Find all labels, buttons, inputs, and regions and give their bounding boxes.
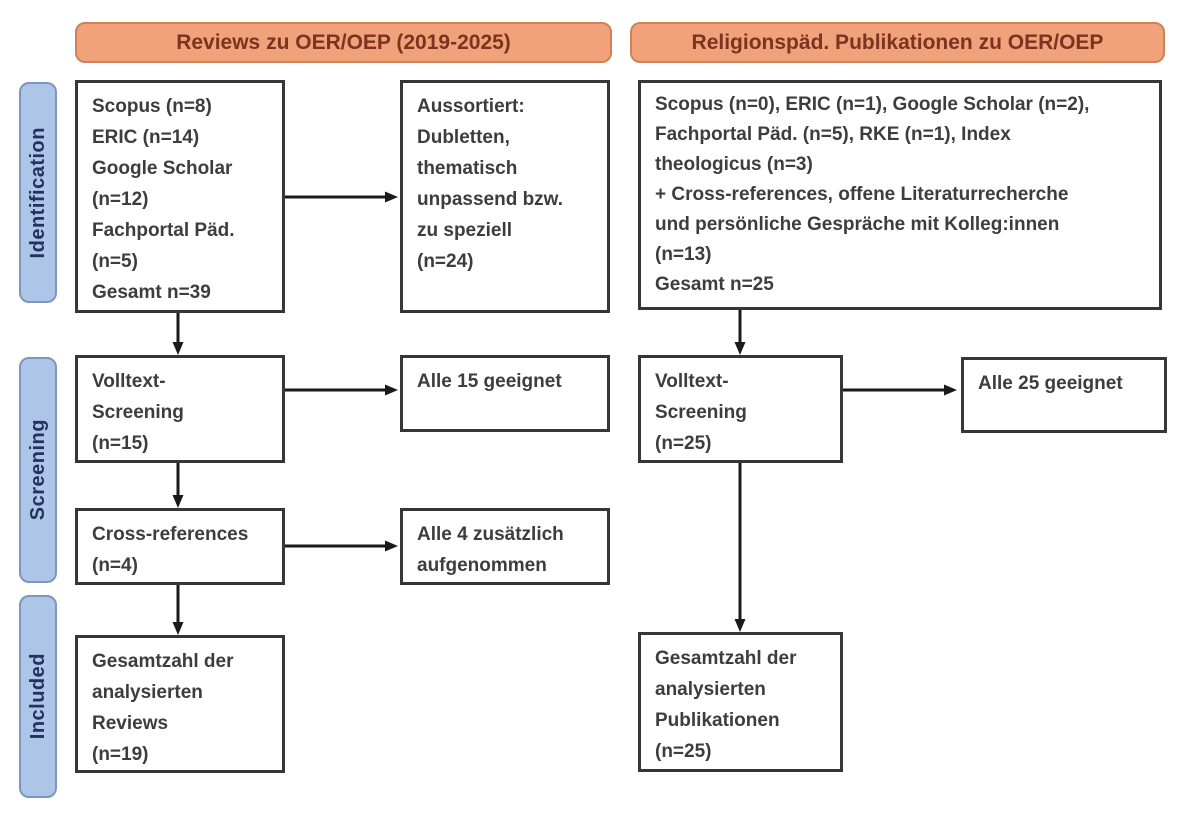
box-right-identification: Scopus (n=0), ERIC (n=1), Google Scholar… [638, 80, 1162, 310]
column-header-reviews-label: Reviews zu OER/OEP (2019-2025) [176, 30, 511, 54]
stage-label-identification-text: Identification [26, 126, 49, 259]
box-left-included-total: Gesamtzahl der analysierten Reviews (n=1… [75, 635, 285, 773]
box-left-identification: Scopus (n=8) ERIC (n=14) Google Scholar … [75, 80, 285, 313]
box-right-fulltext-screening: Volltext- Screening (n=25) [638, 355, 843, 463]
stage-label-included-text: Included [26, 653, 49, 740]
box-left-screening-result: Alle 15 geeignet [400, 355, 610, 432]
stage-label-screening-text: Screening [26, 419, 49, 521]
column-header-religionspaed: Religionspäd. Publikationen zu OER/OEP [630, 22, 1165, 63]
box-left-crossref-result: Alle 4 zusätzlich aufgenommen [400, 508, 610, 585]
box-left-fulltext-screening: Volltext- Screening (n=15) [75, 355, 285, 463]
box-right-screening-result: Alle 25 geeignet [961, 357, 1167, 433]
column-header-reviews: Reviews zu OER/OEP (2019-2025) [75, 22, 612, 63]
box-left-excluded: Aussortiert: Dubletten, thematisch unpas… [400, 80, 610, 313]
column-header-religionspaed-label: Religionspäd. Publikationen zu OER/OEP [691, 30, 1104, 54]
box-right-included-total: Gesamtzahl der analysierten Publikatione… [638, 632, 843, 772]
box-left-crossreferences: Cross-references (n=4) [75, 508, 285, 585]
stage-label-identification: Identification [19, 82, 57, 303]
stage-label-screening: Screening [19, 357, 57, 583]
stage-label-included: Included [19, 595, 57, 798]
